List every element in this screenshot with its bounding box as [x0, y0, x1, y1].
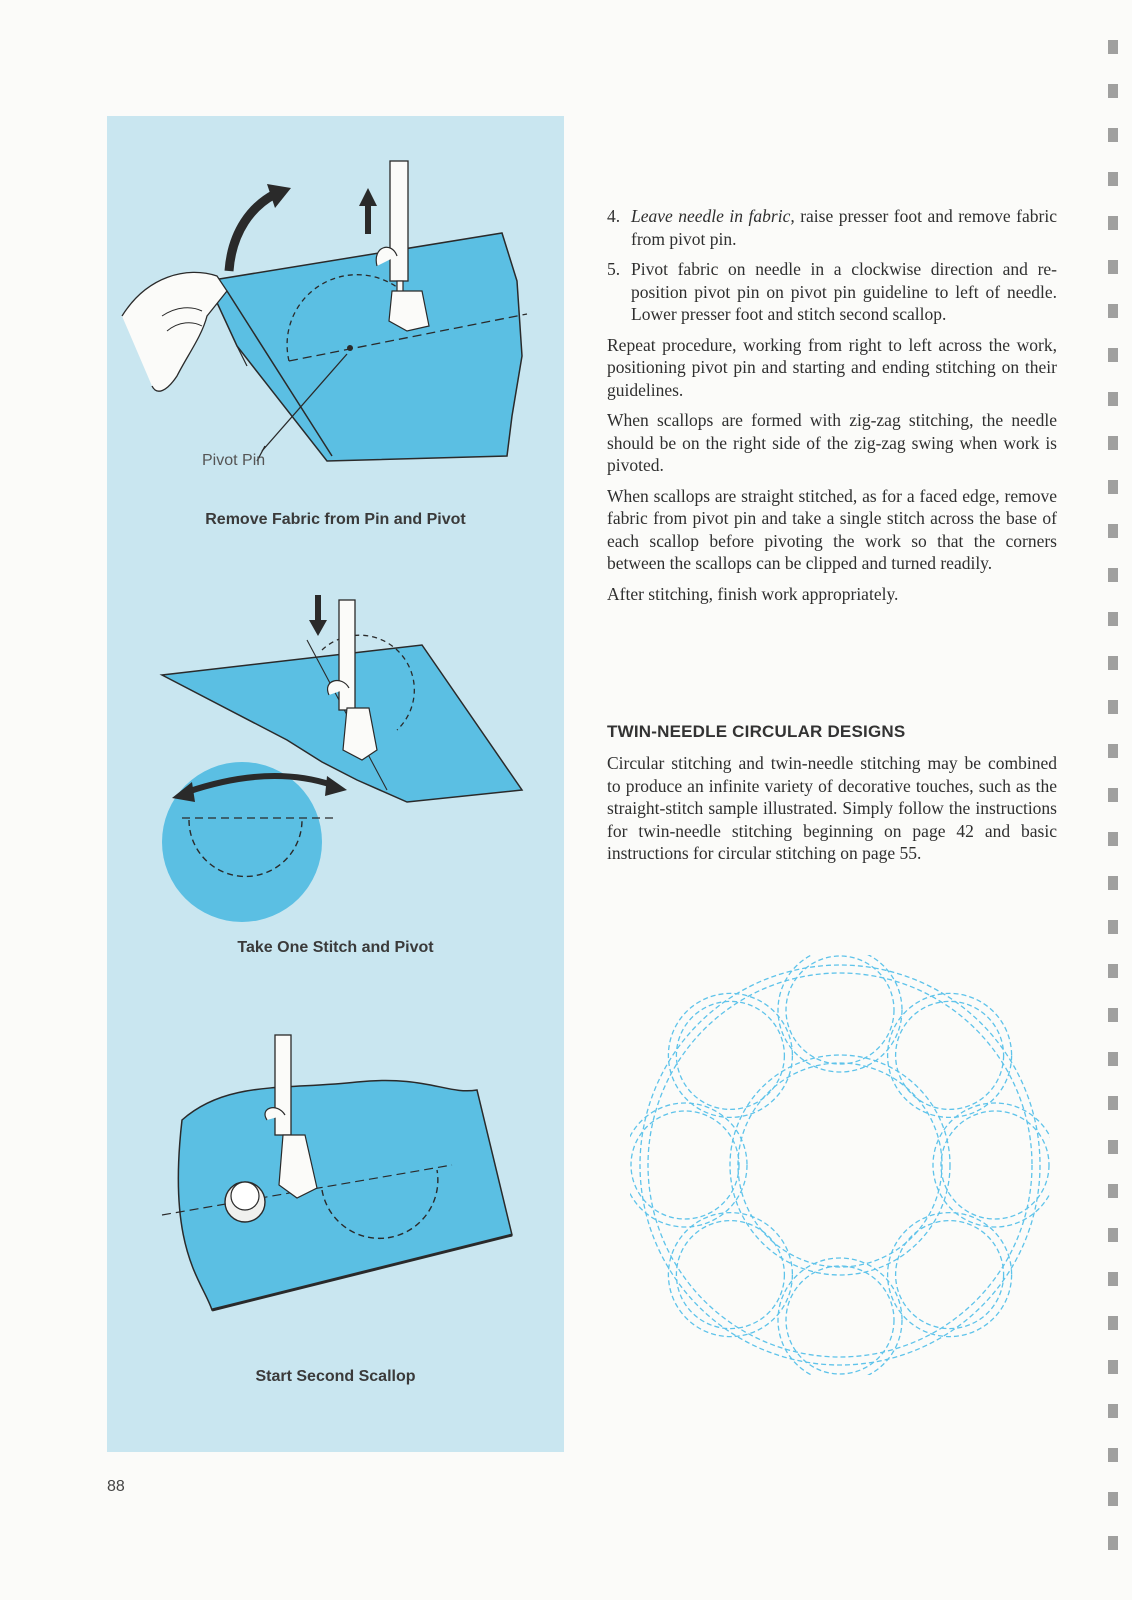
petal-stitch-circle: [894, 1219, 1005, 1330]
binding-hole: [1108, 1184, 1118, 1198]
figure-take-stitch: [159, 595, 524, 922]
binding-hole: [1108, 1272, 1118, 1286]
outer-stitch-ring: [647, 972, 1033, 1358]
binding-hole: [1108, 1360, 1118, 1374]
binding-hole: [1108, 1316, 1118, 1330]
binding-hole: [1108, 304, 1118, 318]
binding-hole: [1108, 568, 1118, 582]
binding-hole: [1108, 1052, 1118, 1066]
binding-hole: [1108, 436, 1118, 450]
binding-hole: [1108, 348, 1118, 362]
figure-1-caption: Remove Fabric from Pin and Pivot: [205, 511, 466, 528]
binding-hole: [1108, 744, 1118, 758]
paragraph: When scallops are straight stitched, as …: [607, 485, 1057, 574]
petal-stitch-circle: [675, 1000, 786, 1111]
petal-stitch-circle: [630, 1102, 748, 1228]
step-body: Pivot fabric on needle in a clockwise di…: [631, 259, 1057, 324]
binding-hole: [1108, 524, 1118, 538]
binding-hole: [1108, 656, 1118, 670]
binding-hole: [1108, 1096, 1118, 1110]
binding-hole: [1108, 788, 1118, 802]
binding-hole: [1108, 1140, 1118, 1154]
petal-stitch-circle: [886, 1211, 1013, 1338]
inner-stitch-ring: [737, 1062, 943, 1268]
outer-stitch-ring: [639, 964, 1041, 1366]
spiral-binding-edge: [1108, 40, 1118, 1550]
petal-stitch-circle: [777, 1257, 903, 1375]
binding-hole: [1108, 964, 1118, 978]
petal-stitch-circle: [785, 1265, 895, 1375]
figure-2-caption: Take One Stitch and Pivot: [237, 939, 434, 956]
binding-hole: [1108, 1404, 1118, 1418]
binding-hole: [1108, 260, 1118, 274]
petal-stitch-circle: [667, 992, 794, 1119]
figure-second-scallop: [161, 1034, 513, 1312]
binding-hole: [1108, 1492, 1118, 1506]
section-heading: TWIN-NEEDLE CIRCULAR DESIGNS: [607, 722, 906, 741]
petal-stitch-circle: [667, 1211, 794, 1338]
step-number: 5.: [607, 259, 621, 279]
binding-hole: [1108, 84, 1118, 98]
paragraph: Repeat procedure, working from right to …: [607, 334, 1057, 400]
binding-hole: [1108, 1008, 1118, 1022]
petal-stitch-circle: [886, 992, 1013, 1119]
figure-3-caption: Start Second Scallop: [255, 1368, 416, 1385]
petal-stitch-circle: [785, 955, 895, 1065]
pivot-pin-label: Pivot Pin: [202, 452, 266, 469]
step-item: 5. Pivot fabric on needle in a clockwise…: [607, 258, 1057, 326]
binding-hole: [1108, 128, 1118, 142]
paragraph: When scallops are formed with zig-zag st…: [607, 410, 1057, 475]
binding-hole: [1108, 832, 1118, 846]
figure-remove-fabric: [121, 160, 528, 462]
petal-stitch-circle: [940, 1110, 1050, 1220]
binding-hole: [1108, 392, 1118, 406]
section-body: Circular stitching and twin-needle stitc…: [607, 753, 1057, 863]
step-emphasis: Leave needle in fabric,: [631, 206, 795, 226]
binding-hole: [1108, 1228, 1118, 1242]
petal-stitch-circle: [932, 1102, 1050, 1228]
binding-hole: [1108, 700, 1118, 714]
petal-stitch-circle: [894, 1000, 1005, 1111]
step-item: 4. Leave needle in fabric, raise presser…: [607, 205, 1057, 250]
petal-stitch-circle: [675, 1219, 786, 1330]
binding-hole: [1108, 172, 1118, 186]
step-number: 4.: [607, 206, 621, 226]
paragraph: After stitching, finish work appropriate…: [607, 583, 899, 604]
petal-stitch-circle: [630, 1110, 740, 1220]
binding-hole: [1108, 480, 1118, 494]
petal-stitch-circle: [777, 955, 903, 1073]
binding-hole: [1108, 1536, 1118, 1550]
instructions-text: 4. Leave needle in fabric, raise presser…: [607, 205, 1057, 613]
twin-needle-circular-design: [630, 955, 1050, 1375]
binding-hole: [1108, 40, 1118, 54]
binding-hole: [1108, 216, 1118, 230]
step-body: raise presser foot and remove fabric fro…: [631, 206, 1057, 249]
binding-hole: [1108, 612, 1118, 626]
binding-hole: [1108, 920, 1118, 934]
page-number: 88: [107, 1478, 125, 1495]
step-text: Leave needle in fabric, raise presser fo…: [631, 205, 1057, 250]
binding-hole: [1108, 1448, 1118, 1462]
inner-stitch-ring: [729, 1054, 951, 1276]
binding-hole: [1108, 876, 1118, 890]
